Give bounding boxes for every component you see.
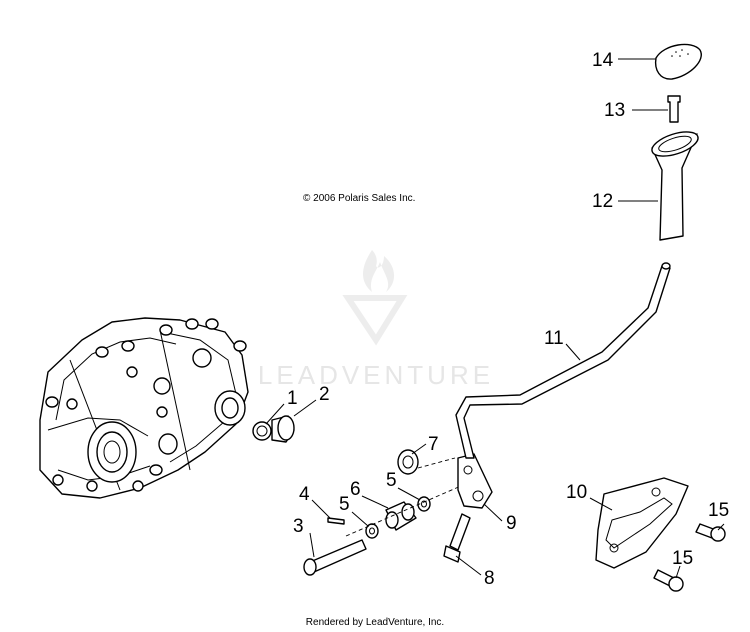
- leader-line-1: [265, 403, 285, 425]
- callout-4: 4: [299, 484, 310, 505]
- leader-line-11: [565, 343, 581, 361]
- plug-part: [271, 415, 295, 443]
- callout-10: 10: [566, 482, 587, 503]
- callout-1: 1: [287, 388, 298, 409]
- leader-line-5a: [351, 511, 369, 527]
- copyright-text: © 2006 Polaris Sales Inc.: [303, 193, 415, 204]
- leader-line-15a: [717, 523, 725, 531]
- leadventure-watermark: LEADVENTURE: [258, 250, 494, 390]
- leader-line-15b: [675, 565, 681, 579]
- watermark-text: LEADVENTURE: [258, 360, 494, 390]
- callout-9: 9: [506, 513, 517, 534]
- callout-2: 2: [319, 384, 330, 405]
- knob-cap-part: [654, 43, 702, 80]
- leader-line-10: [589, 497, 613, 511]
- callout-6: 6: [350, 479, 361, 500]
- assembly-axis-line: [417, 457, 456, 469]
- assembly-axis-line: [345, 481, 471, 537]
- leader-line-7: [411, 443, 427, 455]
- knob-screw-part: [667, 95, 681, 123]
- leader-line-4: [311, 499, 331, 519]
- callout-14: 14: [592, 50, 614, 71]
- callout-11: 11: [544, 328, 564, 349]
- gate-bolt-part: [695, 523, 726, 542]
- cotter-pin-part: [327, 517, 345, 525]
- leader-line-6: [361, 495, 389, 509]
- pivot-pin-part: [303, 539, 367, 576]
- gearcase-cover-part: [39, 317, 249, 499]
- bolt-part: [443, 513, 471, 563]
- callout-13: 13: [604, 100, 625, 121]
- bushing-part: [385, 501, 417, 531]
- shift-rod-part: [455, 262, 671, 459]
- gate-bolt-part: [653, 569, 684, 592]
- callout-8: 8: [484, 568, 495, 589]
- washer-part: [365, 496, 431, 539]
- leader-line-5b: [397, 487, 421, 501]
- leader-line-2: [293, 399, 317, 417]
- callout-3: 3: [293, 516, 304, 537]
- callout-15b: 15: [672, 548, 693, 569]
- callout-7: 7: [428, 434, 439, 455]
- callout-5b: 5: [386, 470, 397, 491]
- leader-line-8: [455, 555, 482, 576]
- footer-text: Rendered by LeadVenture, Inc.: [306, 617, 444, 628]
- spacer-part: [397, 449, 419, 475]
- callout-5a: 5: [339, 494, 350, 515]
- callout-15a: 15: [708, 500, 729, 521]
- leader-line-9: [483, 503, 503, 522]
- leader-line-3: [309, 532, 315, 558]
- seal-ring-part: [252, 421, 272, 441]
- shift-knob-part: [651, 131, 699, 241]
- shift-gate-part: [595, 477, 689, 569]
- callout-12: 12: [592, 191, 613, 212]
- shift-lever-bracket-part: [457, 453, 493, 509]
